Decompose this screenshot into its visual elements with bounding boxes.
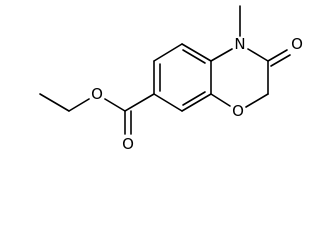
ring-nitrogen-label: N <box>234 35 245 53</box>
ethyl-ester-group <box>39 93 155 135</box>
ring-oxygen-label: O <box>232 102 244 120</box>
ring-carbonyl-bond <box>267 49 291 67</box>
benzene-ring <box>153 43 212 112</box>
ester-ether-oxygen-label: O <box>91 85 103 103</box>
chemical-structure: N O O O O <box>39 5 303 153</box>
ring-carbonyl-oxygen-label: O <box>291 35 303 53</box>
ester-carbonyl-oxygen-label: O <box>122 135 134 153</box>
oxazinone-ring <box>210 48 269 108</box>
